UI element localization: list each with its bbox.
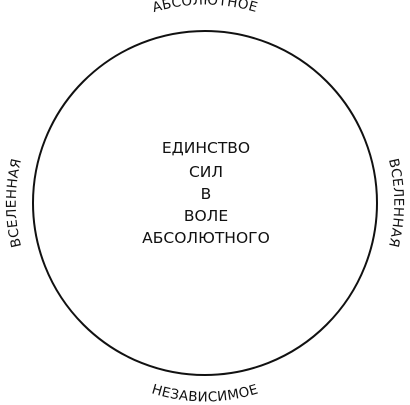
center-line: АБСОЛЮТНОГО xyxy=(142,229,270,247)
bottom-label: НЕЗАВИСИМОЕ xyxy=(150,382,260,405)
top-label: АБСОЛЮТНОЕ xyxy=(151,0,260,16)
center-line: СИЛ xyxy=(189,163,223,181)
svg-text:ВСЕЛЕННАЯ: ВСЕЛЕННАЯ xyxy=(4,157,25,249)
right-label: ВСЕЛЕННАЯ xyxy=(385,157,406,249)
center-line: ЕДИНСТВО xyxy=(162,139,250,157)
outer-circle xyxy=(32,30,378,376)
center-text: ЕДИНСТВО СИЛ В ВОЛЕ АБСОЛЮТНОГО xyxy=(142,139,270,247)
svg-text:АБСОЛЮТНОЕ: АБСОЛЮТНОЕ xyxy=(151,0,260,16)
svg-text:НЕЗАВИСИМОЕ: НЕЗАВИСИМОЕ xyxy=(150,382,260,405)
left-label: ВСЕЛЕННАЯ xyxy=(4,157,25,249)
center-line: В xyxy=(201,185,212,203)
svg-text:ВСЕЛЕННАЯ: ВСЕЛЕННАЯ xyxy=(385,157,406,249)
center-line: ВОЛЕ xyxy=(184,207,228,225)
